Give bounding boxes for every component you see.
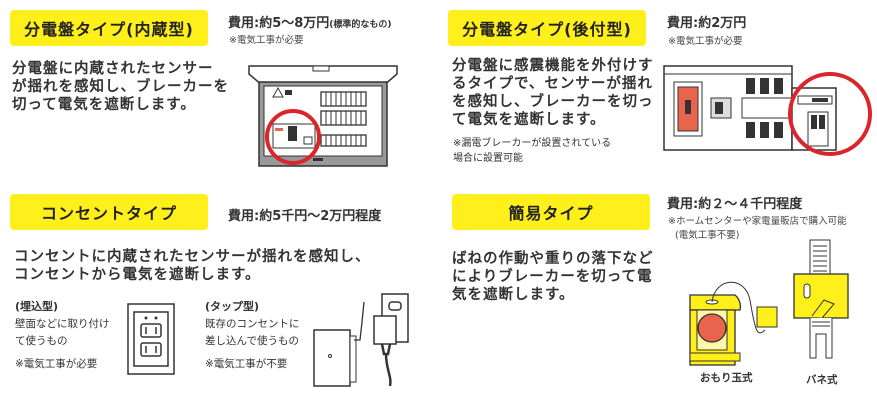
note-builtin: ※電気工事が必要 [229, 35, 304, 46]
subtype-tap: (タップ型) 既存のコンセントに 差し込んで使うもの ※電気工事が不要 [205, 298, 300, 373]
subtype-line: て使うもの [15, 335, 68, 347]
spring-illustration [793, 239, 849, 359]
desc-retrofit: 分電盤に感震機能を外付けす るタイプで、センサーが揺れ を感知し、ブレーカーを切… [452, 57, 654, 129]
builtin-panel-illustration [248, 65, 398, 167]
desc-line: を感知し、ブレーカーを切っ [452, 94, 654, 110]
weight-ball-illustration [689, 281, 778, 366]
cost-suffix: (標準的なもの) [329, 20, 392, 30]
panel-title-retrofit: 分電盤タイプ(後付型) [448, 10, 646, 46]
note-retrofit: ※電気工事が必要 [668, 36, 743, 47]
subtype-label: (タップ型) [205, 300, 260, 313]
desc-line: 分電盤に感震機能を外付けす [452, 58, 654, 74]
desc-line: が揺れを感知し、ブレーカーを [12, 79, 229, 95]
desc-simple: ばねの作動や重りの落下など によりブレーカーを切って電 気を遮断します。 [452, 250, 654, 304]
cost-outlet: 費用:約5千円～2万円程度 [228, 209, 382, 224]
cost-simple: 費用:約２～４千円程度 [667, 197, 803, 212]
desc-line: るタイプで、センサーが揺れ [452, 76, 653, 92]
desc-line: コンセントに内蔵されたセンサーが揺れを感知し、 [14, 249, 371, 265]
note-line: ※漏電ブレーカーが設置されている [453, 138, 612, 149]
cost-retrofit: 費用:約2万円 [667, 16, 747, 31]
extra-note-retrofit: ※漏電ブレーカーが設置されている 場合に設置可能 [453, 136, 611, 166]
desc-line: て電気を遮断します。 [452, 112, 606, 128]
note-simple-1: ※ホームセンターや家電量販店で購入可能 [668, 216, 847, 227]
subtype-line: 差し込んで使うもの [205, 335, 299, 347]
desc-builtin: 分電盤に内蔵されたセンサー が揺れを感知し、ブレーカーを 切って電気を遮断します… [12, 60, 229, 114]
panel-title-outlet: コンセントタイプ [10, 194, 208, 230]
desc-line: 分電盤に内蔵されたセンサー [12, 61, 214, 77]
cost-text: 費用:約5～8万円 [228, 16, 330, 31]
note-simple-2: (電気工事不要) [675, 230, 740, 241]
embedded-outlet-illustration [127, 303, 175, 375]
cost-builtin: 費用:約5～8万円(標準的なもの) [228, 12, 392, 31]
desc-line: によりブレーカーを切って電 [452, 269, 653, 285]
panel-title-simple: 簡易タイプ [452, 194, 650, 230]
panel-title-builtin: 分電盤タイプ(内蔵型) [10, 10, 208, 46]
subtype-line: 既存のコンセントに [205, 318, 300, 330]
subtype-label: (埋込型) [15, 300, 59, 313]
desc-line: 気を遮断します。 [452, 287, 575, 303]
caption-spring: バネ式 [806, 374, 838, 386]
caption-weight-ball: おもり玉式 [700, 372, 753, 384]
subtype-note: ※電気工事が不要 [205, 358, 288, 370]
retrofit-panel-illustration [663, 65, 872, 156]
desc-line: 切って電気を遮断します。 [12, 97, 196, 113]
desc-outlet: コンセントに内蔵されたセンサーが揺れを感知し、 コンセントから電気を遮断します。 [14, 248, 371, 284]
desc-line: コンセントから電気を遮断します。 [14, 267, 261, 283]
note-line: 場合に設置可能 [453, 153, 523, 164]
desc-line: ばねの作動や重りの落下など [452, 251, 654, 267]
subtype-embedded: (埋込型) 壁面などに取り付け て使うもの ※電気工事が必要 [15, 298, 110, 373]
subtype-line: 壁面などに取り付け [15, 318, 110, 330]
subtype-note: ※電気工事が必要 [15, 358, 98, 370]
tap-outlet-illustration [313, 293, 409, 387]
